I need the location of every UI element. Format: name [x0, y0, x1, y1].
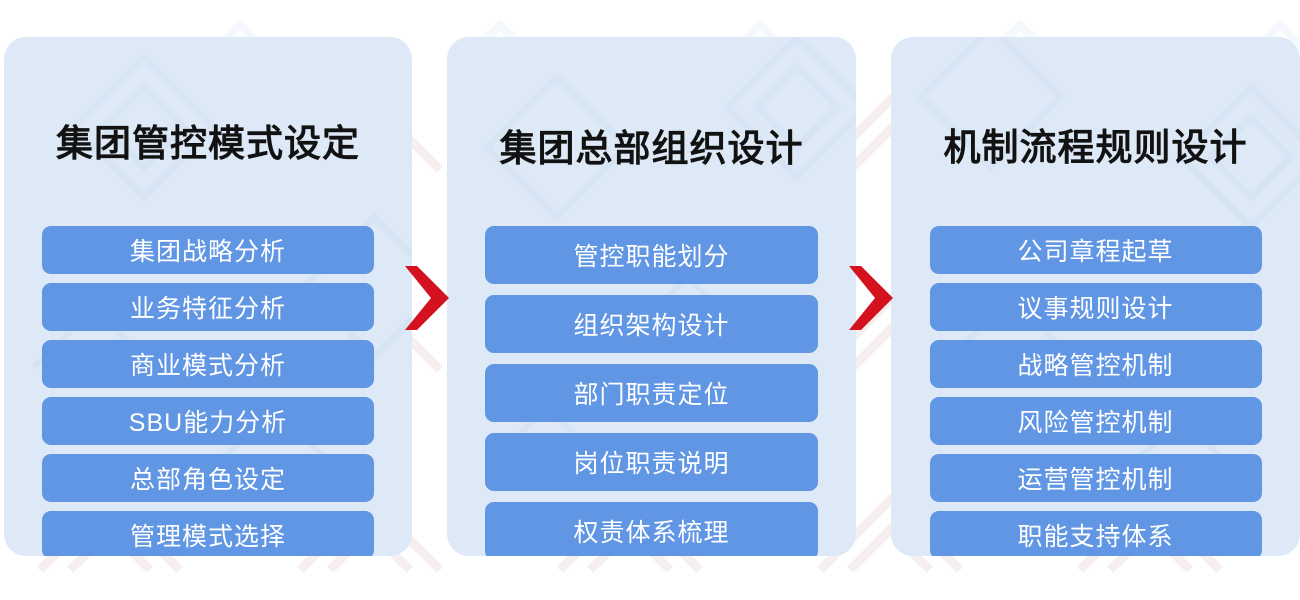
chevron-right-arrow-icon — [849, 266, 893, 330]
step-item[interactable]: 总部角色设定 — [42, 454, 374, 502]
step-item[interactable]: 运营管控机制 — [929, 454, 1262, 502]
step-item[interactable]: 权责体系梳理 — [485, 502, 818, 556]
step-item[interactable]: 业务特征分析 — [42, 283, 374, 331]
stage-title-3: 机制流程规则设计 — [943, 127, 1248, 168]
step-item[interactable]: 部门职责定位 — [485, 364, 818, 422]
stage-step-list-1: 集团战略分析 业务特征分析 商业模式分析 SBU能力分析 总部角色设定 管理模式… — [4, 226, 412, 556]
step-item[interactable]: 风险管控机制 — [929, 397, 1262, 445]
step-item[interactable]: SBU能力分析 — [42, 397, 374, 445]
step-item[interactable]: 管理模式选择 — [42, 511, 374, 556]
chevron-right-arrow-icon — [405, 266, 449, 330]
stage-panel-3[interactable]: 机制流程规则设计 公司章程起草 议事规则设计 战略管控机制 风险管控机制 运营管… — [891, 37, 1300, 556]
stage-title-1: 集团管控模式设定 — [56, 123, 360, 164]
step-item[interactable]: 议事规则设计 — [929, 283, 1262, 331]
step-item[interactable]: 集团战略分析 — [42, 226, 374, 274]
stage-step-list-3: 公司章程起草 议事规则设计 战略管控机制 风险管控机制 运营管控机制 职能支持体… — [891, 226, 1300, 556]
stage-panel-1[interactable]: 集团管控模式设定 集团战略分析 业务特征分析 商业模式分析 SBU能力分析 总部… — [4, 37, 412, 556]
step-item[interactable]: 职能支持体系 — [929, 511, 1262, 556]
step-item[interactable]: 商业模式分析 — [42, 340, 374, 388]
step-item[interactable]: 组织架构设计 — [485, 295, 818, 353]
step-item[interactable]: 岗位职责说明 — [485, 433, 818, 491]
step-item[interactable]: 管控职能划分 — [485, 226, 818, 284]
step-item[interactable]: 战略管控机制 — [929, 340, 1262, 388]
stage-title-2: 集团总部组织设计 — [499, 128, 804, 169]
stage-step-list-2: 管控职能划分 组织架构设计 部门职责定位 岗位职责说明 权责体系梳理 — [447, 226, 856, 556]
step-item[interactable]: 公司章程起草 — [929, 226, 1262, 274]
stage-panel-2[interactable]: 集团总部组织设计 管控职能划分 组织架构设计 部门职责定位 岗位职责说明 权责体… — [447, 37, 856, 556]
